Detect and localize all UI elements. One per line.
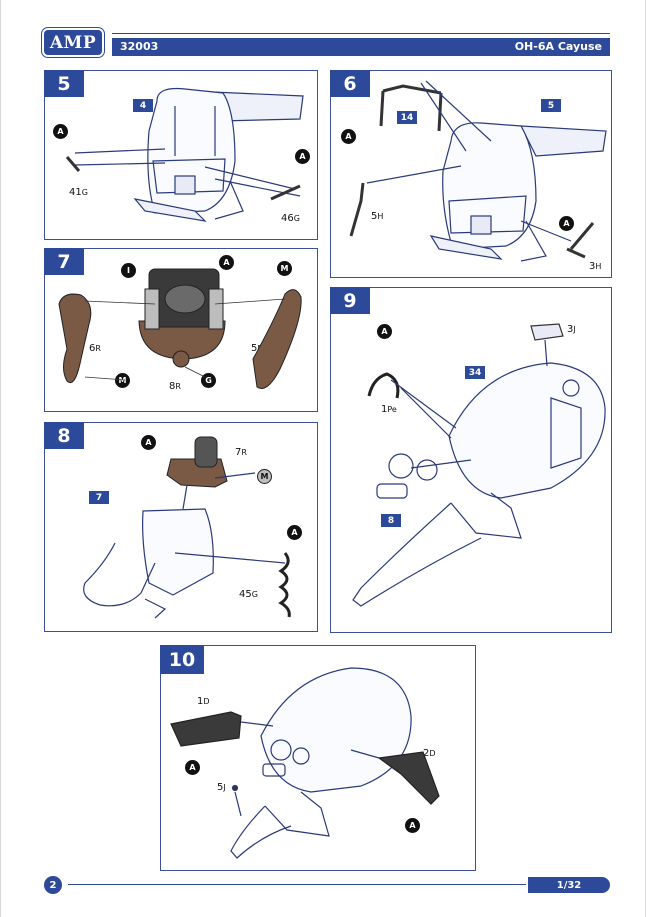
amp-logo: AMP xyxy=(44,30,102,55)
step-5-part-46g: 46G xyxy=(281,213,300,224)
step-5-cockpit-drawing xyxy=(65,87,304,222)
step-6-marker-a2: A xyxy=(559,216,574,231)
step-10-marker-a1: A xyxy=(185,760,200,775)
step-8-part-45g: 45G xyxy=(239,589,258,600)
step-6-cockpit-drawing xyxy=(349,80,607,262)
step-9-panel: 9 34 8 A 3J 1Pe xyxy=(330,287,612,633)
step-8-part-7r: 7R xyxy=(235,447,247,458)
step-7-part-8r: 8R xyxy=(169,381,181,392)
step-10-part-2d: 2D xyxy=(423,748,436,759)
step-7-panel: 7 I A M M G 6R 5R 8R xyxy=(44,248,318,412)
step-5-ref-badge: 4 xyxy=(133,99,153,112)
step-7-number: 7 xyxy=(44,248,84,275)
step-9-marker-a: A xyxy=(377,324,392,339)
step-6-ref-badge-14: 14 xyxy=(397,111,417,124)
step-5-number: 5 xyxy=(44,70,84,97)
step-7-part-6r: 6R xyxy=(89,343,101,354)
step-9-fuselage-drawing xyxy=(352,323,606,607)
step-5-panel: 5 4 A A 41G 46G xyxy=(44,70,318,240)
step-6-ref-badge-5: 5 xyxy=(541,99,561,112)
step-7-marker-m1: M xyxy=(277,261,292,276)
kit-title: OH-6A Cayuse xyxy=(514,40,602,53)
step-8-ref-badge: 7 xyxy=(89,491,109,504)
step-9-ref-badge-34: 34 xyxy=(465,366,485,379)
step-8-marker-a2: A xyxy=(287,525,302,540)
step-8-assembly-drawing xyxy=(83,436,291,619)
step-10-panel: 10 A A 1D 2D 5J xyxy=(160,645,476,871)
page-ratio: 1/32 xyxy=(528,877,610,893)
step-6-panel: 6 14 5 A A 5H 3H xyxy=(330,70,612,278)
kit-code: 32003 xyxy=(120,40,159,53)
step-10-fuselage-drawing xyxy=(170,667,440,859)
step-6-part-5h: 5H xyxy=(371,211,384,222)
step-6-number: 6 xyxy=(330,70,370,97)
page-number: 2 xyxy=(44,876,62,894)
header-rule xyxy=(112,33,610,34)
step-9-part-1pe: 1Pe xyxy=(381,404,397,415)
step-6-marker-a1: A xyxy=(341,129,356,144)
step-5-part-41g: 41G xyxy=(69,187,88,198)
step-8-marker-a1: A xyxy=(141,435,156,450)
step-6-part-3h: 3H xyxy=(589,261,602,272)
step-10-part-5j: 5J xyxy=(217,782,226,793)
step-10-number: 10 xyxy=(160,645,204,674)
step-7-marker-m2: M xyxy=(115,373,130,388)
step-8-marker-m: M xyxy=(257,469,272,484)
header-bar: 32003 OH-6A Cayuse xyxy=(112,38,610,56)
step-10-marker-a2: A xyxy=(405,818,420,833)
step-9-number: 9 xyxy=(330,287,370,314)
step-9-ref-badge-8: 8 xyxy=(381,514,401,527)
step-7-marker-i: I xyxy=(121,263,136,278)
step-7-resin-parts-drawing xyxy=(58,268,302,389)
footer-rule xyxy=(68,884,526,885)
step-9-part-3j: 3J xyxy=(567,324,576,335)
step-7-marker-a: A xyxy=(219,255,234,270)
step-10-part-1d: 1D xyxy=(197,696,210,707)
step-8-panel: 8 7 A M A 7R 45G xyxy=(44,422,318,632)
page-border-left xyxy=(0,0,1,917)
step-5-marker-a2: A xyxy=(295,149,310,164)
step-8-number: 8 xyxy=(44,422,84,449)
step-5-marker-a1: A xyxy=(53,124,68,139)
